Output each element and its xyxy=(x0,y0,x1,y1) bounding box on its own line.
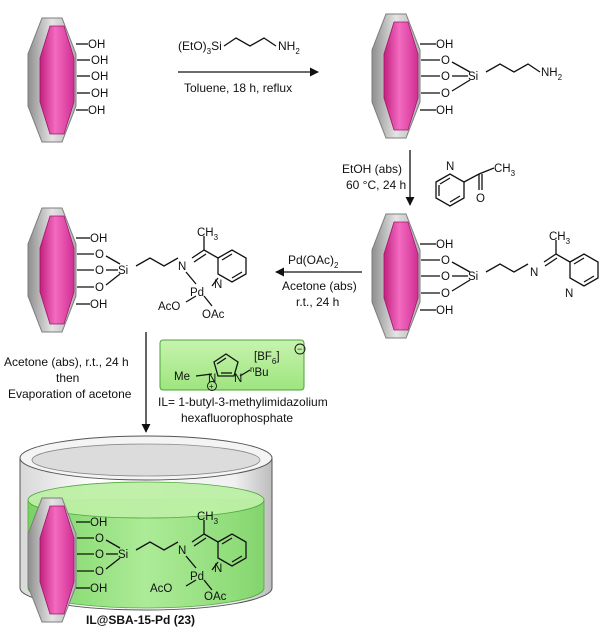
acetate-label: OAc xyxy=(202,309,225,321)
pyridine-n-label: N xyxy=(214,279,222,291)
o-label: O xyxy=(441,288,450,300)
step4-conditions-line2: then xyxy=(56,371,79,385)
negative-charge-icon xyxy=(294,343,306,355)
silica-pore-icon xyxy=(27,17,77,143)
o-label: O xyxy=(441,55,450,67)
methyl-label: Me xyxy=(174,371,190,383)
oh-label: OH xyxy=(91,71,108,83)
oh-label: OH xyxy=(88,39,105,51)
oh-label: OH xyxy=(90,299,107,311)
structure-silica-oh: OH OH OH OH OH xyxy=(27,17,108,143)
si-label: Si xyxy=(468,71,478,83)
methyl-label: CH3 xyxy=(197,511,219,526)
acetylpyridine-structure xyxy=(435,167,495,207)
o-label: O xyxy=(441,271,450,283)
step1-reagent-amine: NH2 xyxy=(278,39,300,56)
oh-label: OH xyxy=(91,88,108,100)
step1-reagent: (EtO)3Si xyxy=(178,39,222,56)
pd-label: Pd xyxy=(190,287,204,299)
o-label: O xyxy=(441,88,450,100)
product-cylinder: OH O O O OH Si N CH3 N Pd AcO OAc xyxy=(19,435,273,623)
si-label: Si xyxy=(468,271,478,283)
o-label: O xyxy=(95,549,104,561)
acetate-label: OAc xyxy=(204,591,227,603)
oh-label: OH xyxy=(436,239,453,251)
ketone-n-label: N xyxy=(446,161,454,173)
silica-pore-icon xyxy=(371,13,421,139)
imine-n-label: N xyxy=(178,261,186,273)
minus-sign: − xyxy=(297,344,302,354)
si-label: Si xyxy=(118,265,128,277)
step3-reagent: Pd(OAc)2 xyxy=(288,253,339,270)
il-caption-line2: hexafluorophosphate xyxy=(181,411,293,425)
o-label: O xyxy=(95,282,104,294)
product-label: IL@SBA-15-Pd (23) xyxy=(86,613,195,627)
positive-charge-icon xyxy=(207,381,217,391)
oh-label: OH xyxy=(90,517,107,529)
step2-arrow: EtOH (abs) 60 °C, 24 h N O CH3 xyxy=(342,150,516,207)
acetate-label: AcO xyxy=(150,583,172,595)
butyl-label: nBu xyxy=(250,365,269,379)
step4-conditions-line3: Evaporation of acetone xyxy=(8,387,132,401)
step2-conditions-line1: EtOH (abs) xyxy=(342,162,402,176)
oh-label: OH xyxy=(436,105,453,117)
step4-conditions-line1: Acetone (abs), r.t., 24 h xyxy=(4,355,129,369)
oh-label: OH xyxy=(90,583,107,595)
imine-n-label: N xyxy=(178,545,186,557)
methyl-label: CH3 xyxy=(197,227,219,242)
ionic-liquid-box: Me N + N nBu [BF6] − IL= 1-butyl-3-methy… xyxy=(158,339,328,425)
imidazolium-n: N xyxy=(234,373,242,385)
structure-amine-silica: OH O O O OH Si NH2 xyxy=(371,13,563,139)
oh-label: OH xyxy=(436,39,453,51)
imidazolium-n-plus: N xyxy=(208,373,216,385)
o-label: O xyxy=(95,265,104,277)
silica-pore-icon xyxy=(371,213,421,339)
o-label: O xyxy=(95,566,104,578)
oh-label: OH xyxy=(88,105,105,117)
step1-arrow: (EtO)3Si NH2 Toluene, 18 h, reflux xyxy=(178,37,319,95)
structure-pd-complex: OH O O O OH Si N CH3 N Pd AcO OAc xyxy=(27,207,247,333)
silica-pore-icon xyxy=(27,207,77,333)
pyridine-n-label: N xyxy=(214,563,222,575)
anion-label: [BF6] xyxy=(254,351,280,366)
structure-imine-silica: OH O O O OH Si N CH3 N xyxy=(371,213,599,339)
methyl-label: CH3 xyxy=(549,231,571,246)
step3-conditions-line2: r.t., 24 h xyxy=(296,295,339,309)
amine-label: NH2 xyxy=(541,67,563,82)
o-label: O xyxy=(441,255,450,267)
silica-pore-icon xyxy=(27,497,77,623)
step3-conditions-line1: Acetone (abs) xyxy=(282,279,357,293)
il-caption-line1: IL= 1-butyl-3-methylimidazolium xyxy=(158,395,328,409)
si-label: Si xyxy=(118,549,128,561)
pd-label: Pd xyxy=(190,571,204,583)
step3-arrow: Pd(OAc)2 Acetone (abs) r.t., 24 h xyxy=(275,253,362,309)
step2-conditions-line2: 60 °C, 24 h xyxy=(346,178,406,192)
imine-n-label: N xyxy=(530,267,538,279)
o-label: O xyxy=(441,71,450,83)
ketone-methyl-label: CH3 xyxy=(494,163,516,178)
oh-label: OH xyxy=(90,233,107,245)
step1-conditions: Toluene, 18 h, reflux xyxy=(184,81,292,95)
pyridine-n-label: N xyxy=(565,288,573,300)
step4-arrow: Acetone (abs), r.t., 24 h then Evaporati… xyxy=(4,332,151,433)
oh-label: OH xyxy=(91,55,108,67)
ketone-o-label: O xyxy=(476,193,485,205)
plus-sign: + xyxy=(209,382,214,391)
oh-label: OH xyxy=(436,305,453,317)
acetate-label: AcO xyxy=(158,301,180,313)
o-label: O xyxy=(95,533,104,545)
o-label: O xyxy=(95,249,104,261)
